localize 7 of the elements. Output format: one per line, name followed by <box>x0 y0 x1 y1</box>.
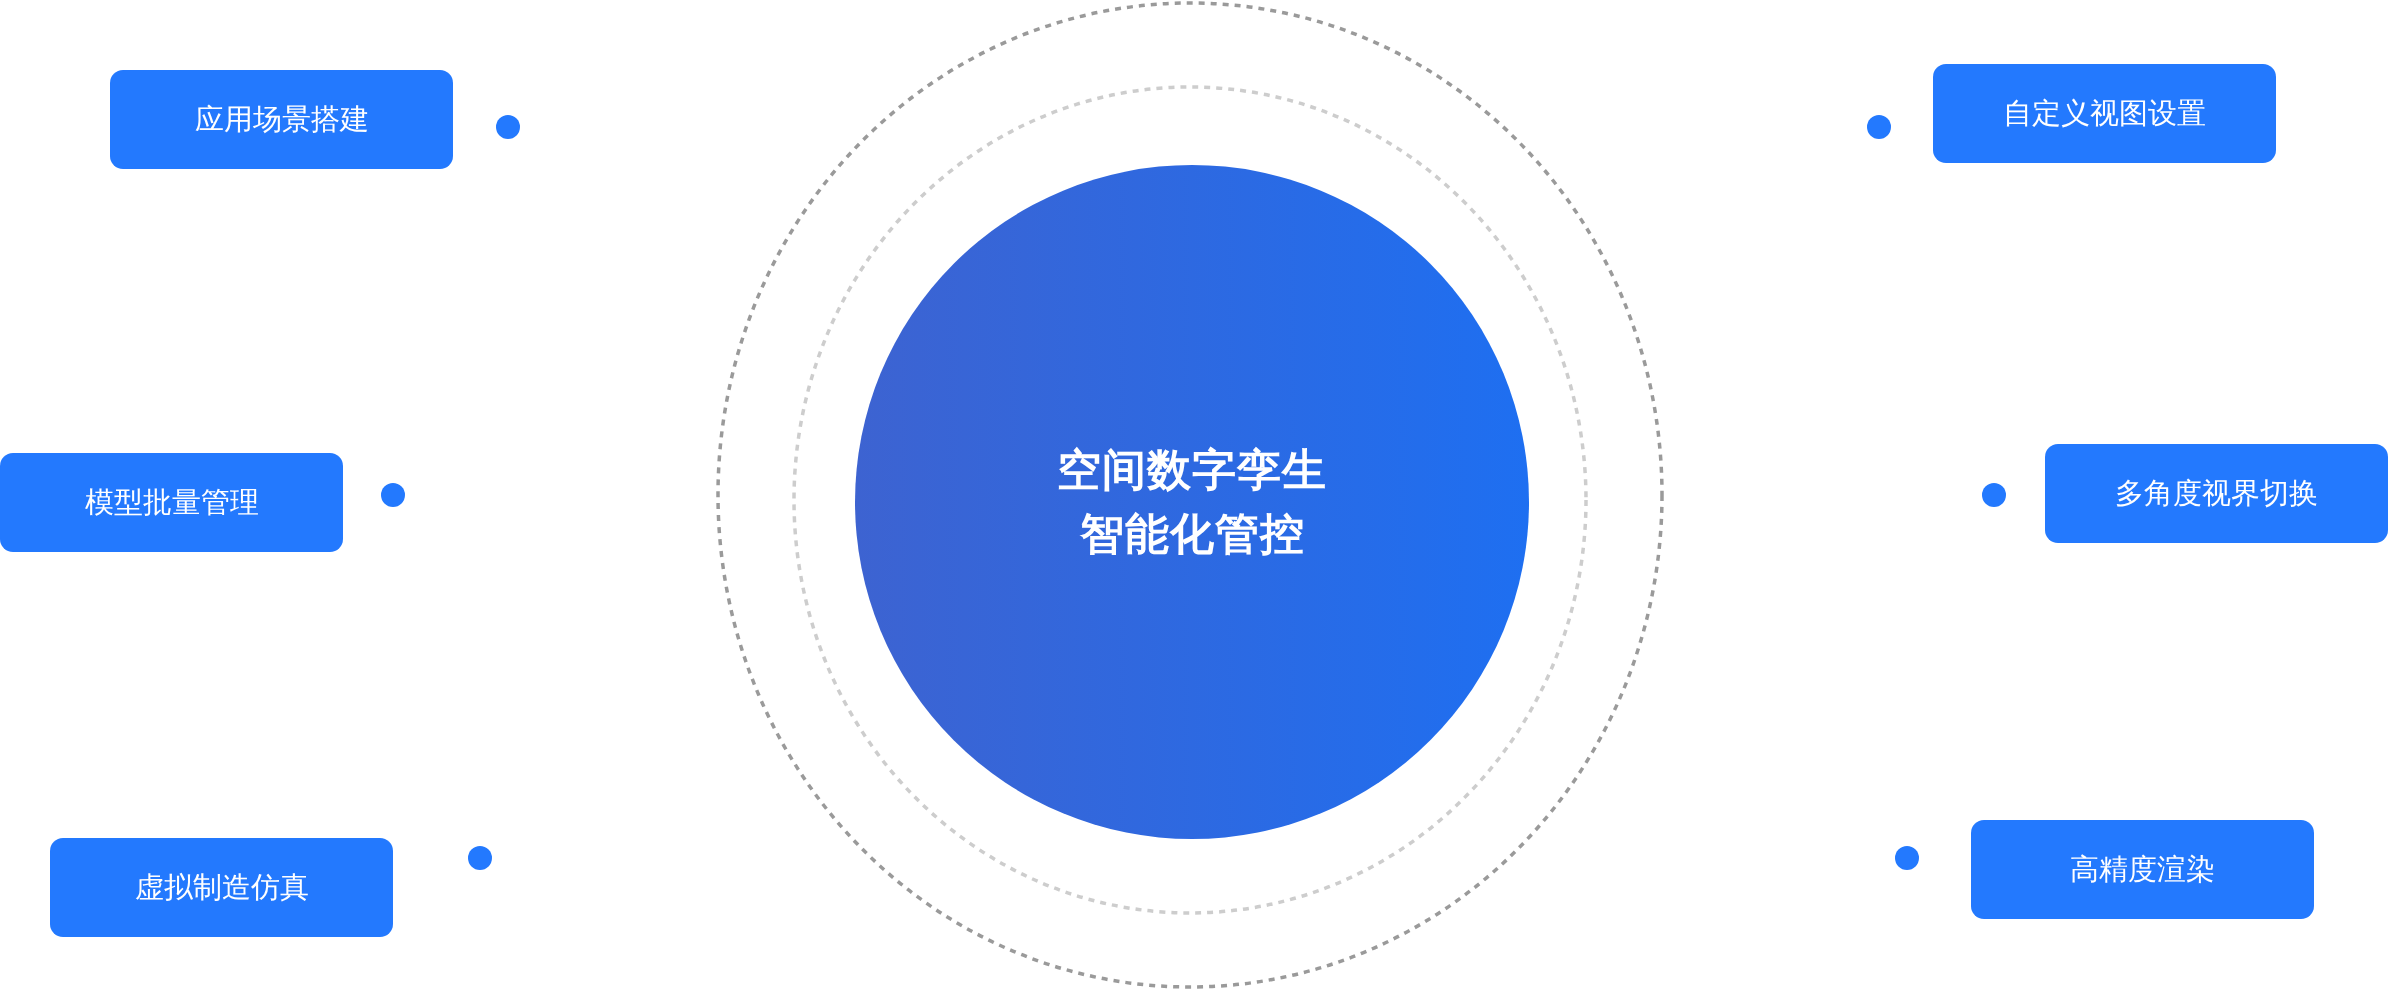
feature-box: 自定义视图设置 <box>1933 64 2276 163</box>
feature-box: 多角度视界切换 <box>2045 444 2388 543</box>
feature-box: 应用场景搭建 <box>110 70 453 169</box>
center-title: 空间数字孪生智能化管控 <box>1056 443 1328 561</box>
feature-box: 高精度渲染 <box>1971 820 2314 919</box>
feature-box: 模型批量管理 <box>0 453 343 552</box>
feature-box: 虚拟制造仿真 <box>50 838 393 937</box>
